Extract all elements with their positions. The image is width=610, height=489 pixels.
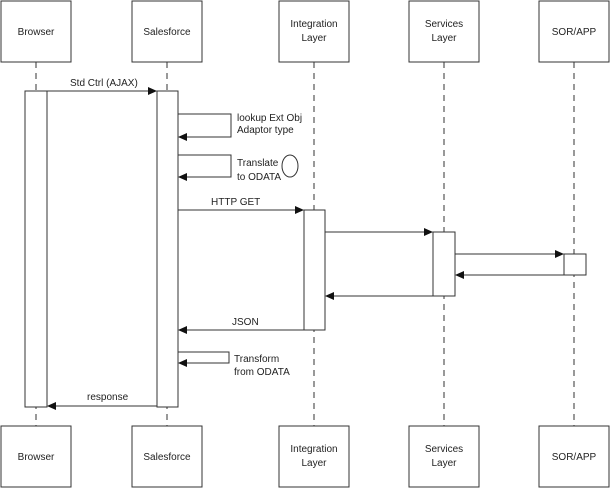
- participant-label: Browser: [18, 452, 55, 463]
- message-integration-to-services: [325, 228, 433, 236]
- participant-salesforce-top: Salesforce: [131, 0, 203, 63]
- participant-label: Integration: [290, 19, 337, 30]
- activation-salesforce: [156, 90, 179, 408]
- participant-label: Layer: [431, 33, 457, 44]
- participant-browser-bottom: Browser: [0, 425, 72, 488]
- message-lookup: lookup Ext Obj Adaptor type: [178, 113, 302, 141]
- participant-services-top: Services Layer: [408, 0, 480, 63]
- message-response: response: [47, 392, 157, 410]
- participant-label: Salesforce: [143, 27, 191, 38]
- message-label: lookup Ext Obj: [237, 113, 302, 124]
- activation-services: [432, 231, 456, 297]
- participant-salesforce-bottom: Salesforce: [131, 425, 203, 488]
- participant-browser-top: Browser: [0, 0, 72, 63]
- participant-label: Salesforce: [143, 452, 191, 463]
- participant-label: SOR/APP: [552, 27, 597, 38]
- participant-sor-bottom: SOR/APP: [538, 425, 610, 488]
- participant-integration-top: Integration Layer: [278, 0, 350, 63]
- message-label: Std Ctrl (AJAX): [70, 78, 138, 89]
- message-transform: Transform from ODATA: [178, 351, 290, 378]
- message-label: HTTP GET: [211, 197, 260, 208]
- participant-label: SOR/APP: [552, 452, 597, 463]
- participant-label: Layer: [301, 458, 327, 469]
- message-label: JSON: [232, 317, 259, 328]
- message-json: JSON: [178, 317, 304, 334]
- message-label: response: [87, 392, 129, 403]
- message-label: to ODATA: [237, 172, 281, 183]
- participant-label: Browser: [18, 27, 55, 38]
- message-http-get: HTTP GET: [178, 197, 304, 214]
- participant-label: Integration: [290, 444, 337, 455]
- message-translate: Translate to ODATA: [178, 154, 299, 183]
- participant-label: Services: [425, 444, 463, 455]
- message-services-to-integration: [325, 292, 433, 300]
- message-label: Adaptor type: [237, 125, 294, 136]
- participant-label: Layer: [431, 458, 457, 469]
- activation-integration: [303, 209, 326, 331]
- message-std-ctrl: Std Ctrl (AJAX): [47, 78, 157, 95]
- participant-sor-top: SOR/APP: [538, 0, 610, 63]
- participant-services-bottom: Services Layer: [408, 425, 480, 488]
- message-label: from ODATA: [234, 367, 290, 378]
- participant-label: Services: [425, 19, 463, 30]
- message-services-to-sor: [455, 250, 564, 258]
- activation-sor: [563, 253, 587, 276]
- message-label: Translate: [237, 158, 279, 169]
- participant-label: Layer: [301, 33, 327, 44]
- oval-icon: [281, 154, 299, 178]
- message-label: Transform: [234, 354, 279, 365]
- message-sor-to-services: [455, 271, 586, 279]
- participant-integration-bottom: Integration Layer: [278, 425, 350, 488]
- activation-browser: [24, 90, 48, 408]
